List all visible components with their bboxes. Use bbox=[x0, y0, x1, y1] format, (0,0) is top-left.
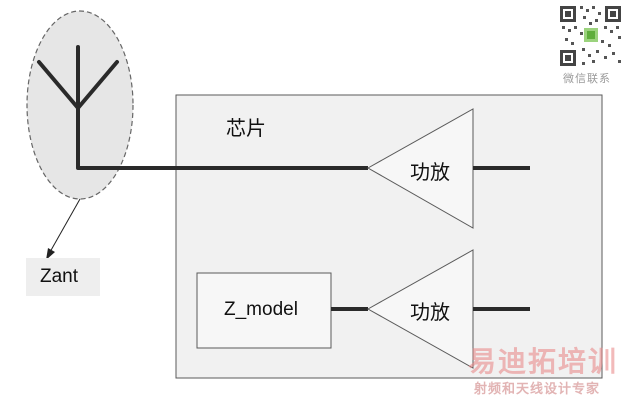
zant-label: Zant bbox=[40, 266, 79, 287]
chip-label: 芯片 bbox=[226, 116, 266, 140]
zant-arrowhead bbox=[46, 248, 55, 260]
tagline-watermark: 射频和天线设计专家 bbox=[474, 382, 601, 397]
zant-box bbox=[26, 258, 100, 296]
zmodel-box bbox=[196, 272, 332, 349]
zmodel-label: Z_model bbox=[224, 299, 298, 320]
qr-code-icon bbox=[558, 4, 624, 68]
amplifier-1-label: 功放 bbox=[410, 160, 450, 184]
amplifier-2-label: 功放 bbox=[410, 300, 450, 324]
wechat-contact-label: 微信联系 bbox=[563, 72, 611, 85]
zant-arrow-line bbox=[49, 198, 81, 253]
brand-watermark: 易迪拓培训 bbox=[468, 345, 619, 378]
antenna-icon bbox=[37, 45, 119, 170]
